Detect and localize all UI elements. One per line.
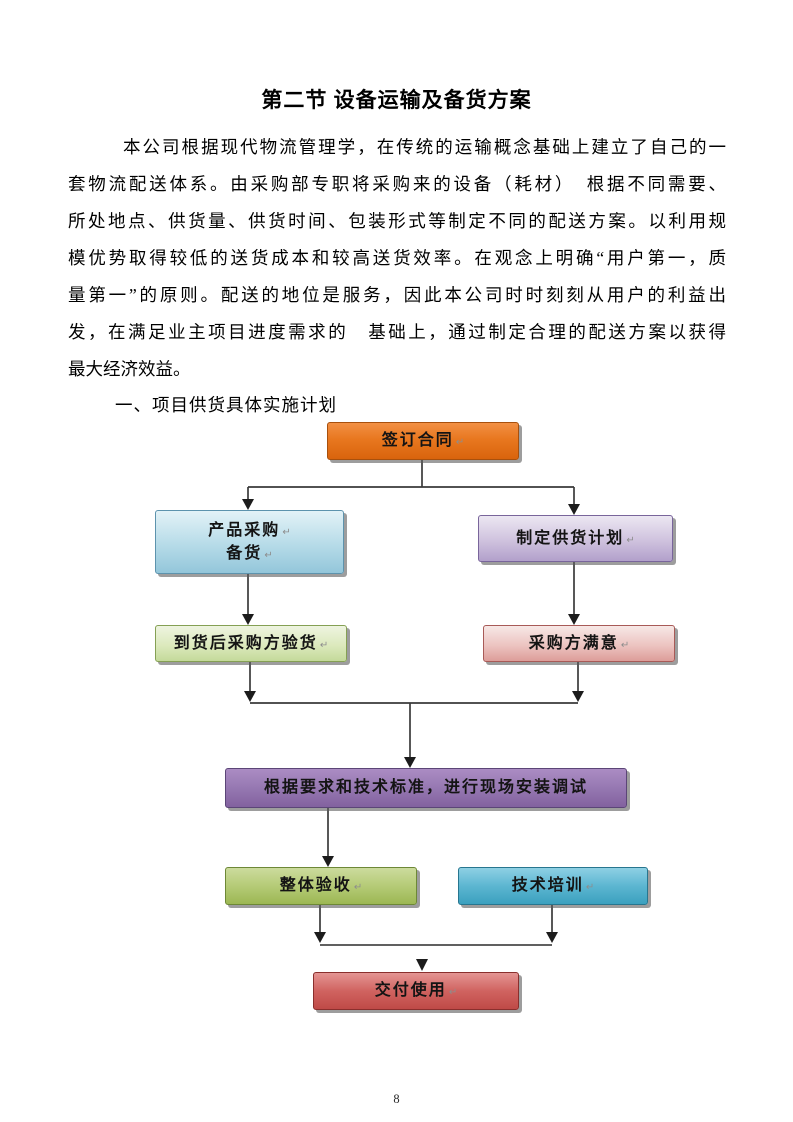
flow-node-label: 整体验收↵ (279, 877, 363, 895)
flow-node-overall-acceptance: 整体验收↵ (225, 867, 417, 905)
flow-node-supply-plan: 制定供货计划↵ (478, 515, 673, 562)
flow-node-label: 采购方满意↵ (528, 634, 630, 652)
flow-node-product-procurement: 产品采购↵ 备货↵ (155, 510, 344, 574)
flow-node-label: 备货↵ (226, 545, 273, 562)
flowchart: 签订合同↵ 产品采购↵ 备货↵ 制定供货计划↵ 到货后采购方验货↵ 采购方满意↵… (0, 415, 793, 1055)
paragraph-mark-icon: ↵ (455, 437, 465, 449)
paragraph-line: 套物流配送体系。由采购部专职将采购来的设备（耗材） 根据不同需要、 (68, 174, 726, 194)
flow-node-goods-inspection: 到货后采购方验货↵ (155, 625, 347, 662)
paragraph-line: 所处地点、供货量、供货时间、包装形式等制定不同的配送方案。以利用规 (68, 211, 726, 231)
flow-node-label: 制定供货计划↵ (516, 529, 635, 547)
paragraph-line: 模优势取得较低的送货成本和较高送货效率。在观念上明确“用户第一，质 (68, 248, 726, 268)
flow-node-onsite-installation: 根据要求和技术标准，进行现场安装调试 (225, 768, 627, 808)
flow-node-label: 根据要求和技术标准，进行现场安装调试 (263, 779, 588, 797)
flow-node-label: 产品采购↵ (208, 521, 291, 539)
paragraph-mark-icon: ↵ (319, 639, 329, 651)
paragraph-line: 量第一”的原则。配送的地位是服务，因此本公司时时刻刻从用户的利益出 (68, 285, 726, 305)
flow-node-purchaser-satisfied: 采购方满意↵ (483, 625, 675, 662)
flow-node-technical-training: 技术培训↵ (458, 867, 648, 905)
paragraph-line: 发，在满足业主项目进度需求的 基础上，通过制定合理的配送方案以获得 (68, 322, 726, 342)
paragraph-mark-icon: ↵ (620, 639, 630, 651)
flowchart-connectors (242, 458, 584, 971)
body-paragraph: 本公司根据现代物流管理学，在传统的运输概念基础上建立了自己的一 套物流配送体系。… (68, 129, 726, 388)
page-number: 8 (393, 1092, 400, 1106)
flow-node-label: 到货后采购方验货↵ (173, 634, 329, 652)
flow-node-label: 技术培训↵ (511, 877, 595, 895)
paragraph-mark-icon: ↵ (353, 882, 363, 894)
paragraph-mark-icon: ↵ (626, 534, 635, 546)
flow-node-label: 签订合同↵ (381, 432, 465, 450)
paragraph-mark-icon: ↵ (448, 987, 458, 999)
section-heading: 一、项目供货具体实施计划 (115, 395, 337, 415)
paragraph-line: 本公司根据现代物流管理学，在传统的运输概念基础上建立了自己的一 (123, 137, 726, 157)
page-title: 第二节 设备运输及备货方案 (261, 88, 532, 112)
flow-node-delivery-for-use: 交付使用↵ (313, 972, 519, 1010)
paragraph-mark-icon: ↵ (585, 882, 595, 894)
flow-node-sign-contract: 签订合同↵ (327, 422, 519, 460)
paragraph-mark-icon: ↵ (264, 550, 273, 561)
paragraph-mark-icon: ↵ (282, 526, 291, 538)
paragraph-line: 最大经济效益。 (68, 359, 191, 379)
flow-node-label: 交付使用↵ (374, 982, 458, 1000)
